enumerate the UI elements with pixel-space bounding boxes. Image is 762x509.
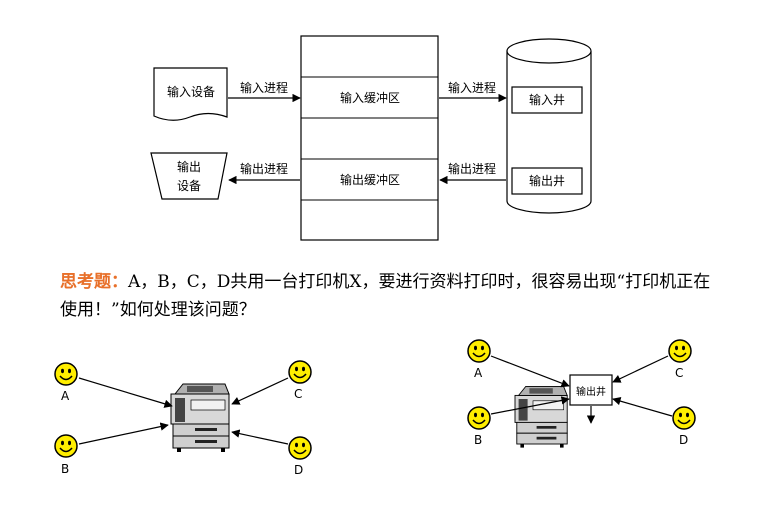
- user-label-d: D: [294, 463, 303, 477]
- smiley-user-icon: [288, 436, 312, 460]
- arrow-d-printer: [231, 429, 289, 445]
- input-buffer-label: 输入缓冲区: [340, 90, 400, 105]
- input-well-label: 输入井: [529, 92, 565, 107]
- printer-icon: [170, 383, 230, 453]
- buffer-column: [300, 35, 439, 241]
- question-heading: 思考题：: [60, 272, 128, 292]
- input-well-box: [511, 86, 583, 114]
- user-label-a: A: [61, 389, 70, 403]
- output-buffer-label: 输出缓冲区: [340, 172, 400, 187]
- arrow-b-printer: [78, 422, 169, 445]
- question-text: A，B，C，D共用一台打印机X，要进行资料打印时，很容易出现“打印机正在使用！”…: [60, 272, 711, 320]
- output-device-label-line1: 输出: [177, 159, 201, 174]
- smiley-user-icon: [672, 406, 696, 430]
- output-process-right-label: 输出进程: [448, 161, 496, 176]
- output-well-box: [511, 167, 583, 195]
- arrow-b-spool: [490, 396, 570, 415]
- arrow-c-spool: [612, 355, 669, 383]
- input-device-label: 输入设备: [167, 84, 215, 99]
- input-process-right-label: 输入进程: [448, 80, 496, 95]
- user-label-d: D: [679, 433, 688, 447]
- smiley-user-icon: [288, 360, 312, 384]
- user-label-c: C: [294, 387, 302, 401]
- spool-box-label: 输出井: [576, 385, 606, 398]
- smiley-user-icon: [467, 339, 491, 363]
- input-process-left-label: 输入进程: [240, 80, 288, 95]
- output-well-label: 输出井: [529, 173, 565, 188]
- arrow-a-printer: [78, 377, 173, 408]
- question-paragraph: 思考题：A，B，C，D共用一台打印机X，要进行资料打印时，很容易出现“打印机正在…: [60, 268, 720, 324]
- user-label-b: B: [61, 462, 69, 476]
- smiley-user-icon: [668, 339, 692, 363]
- right-scene: 输出井 A B C D: [467, 339, 696, 449]
- printer-icon: [514, 385, 568, 449]
- input-device-shape: [153, 67, 228, 121]
- smiley-user-icon: [54, 362, 78, 386]
- user-label-a: A: [474, 366, 483, 380]
- spool-box: [569, 374, 613, 406]
- left-scene: A B C D: [54, 360, 312, 477]
- smiley-user-icon: [54, 434, 78, 458]
- smiley-user-icon: [467, 406, 491, 430]
- output-device-shape: [150, 152, 228, 200]
- arrow-c-printer: [231, 377, 289, 405]
- output-device-label-line2: 设备: [177, 179, 201, 193]
- arrow-a-spool: [490, 355, 570, 388]
- user-label-b: B: [474, 433, 482, 447]
- output-process-left-label: 输出进程: [240, 161, 288, 176]
- user-label-c: C: [675, 366, 683, 380]
- arrow-d-spool: [612, 397, 673, 417]
